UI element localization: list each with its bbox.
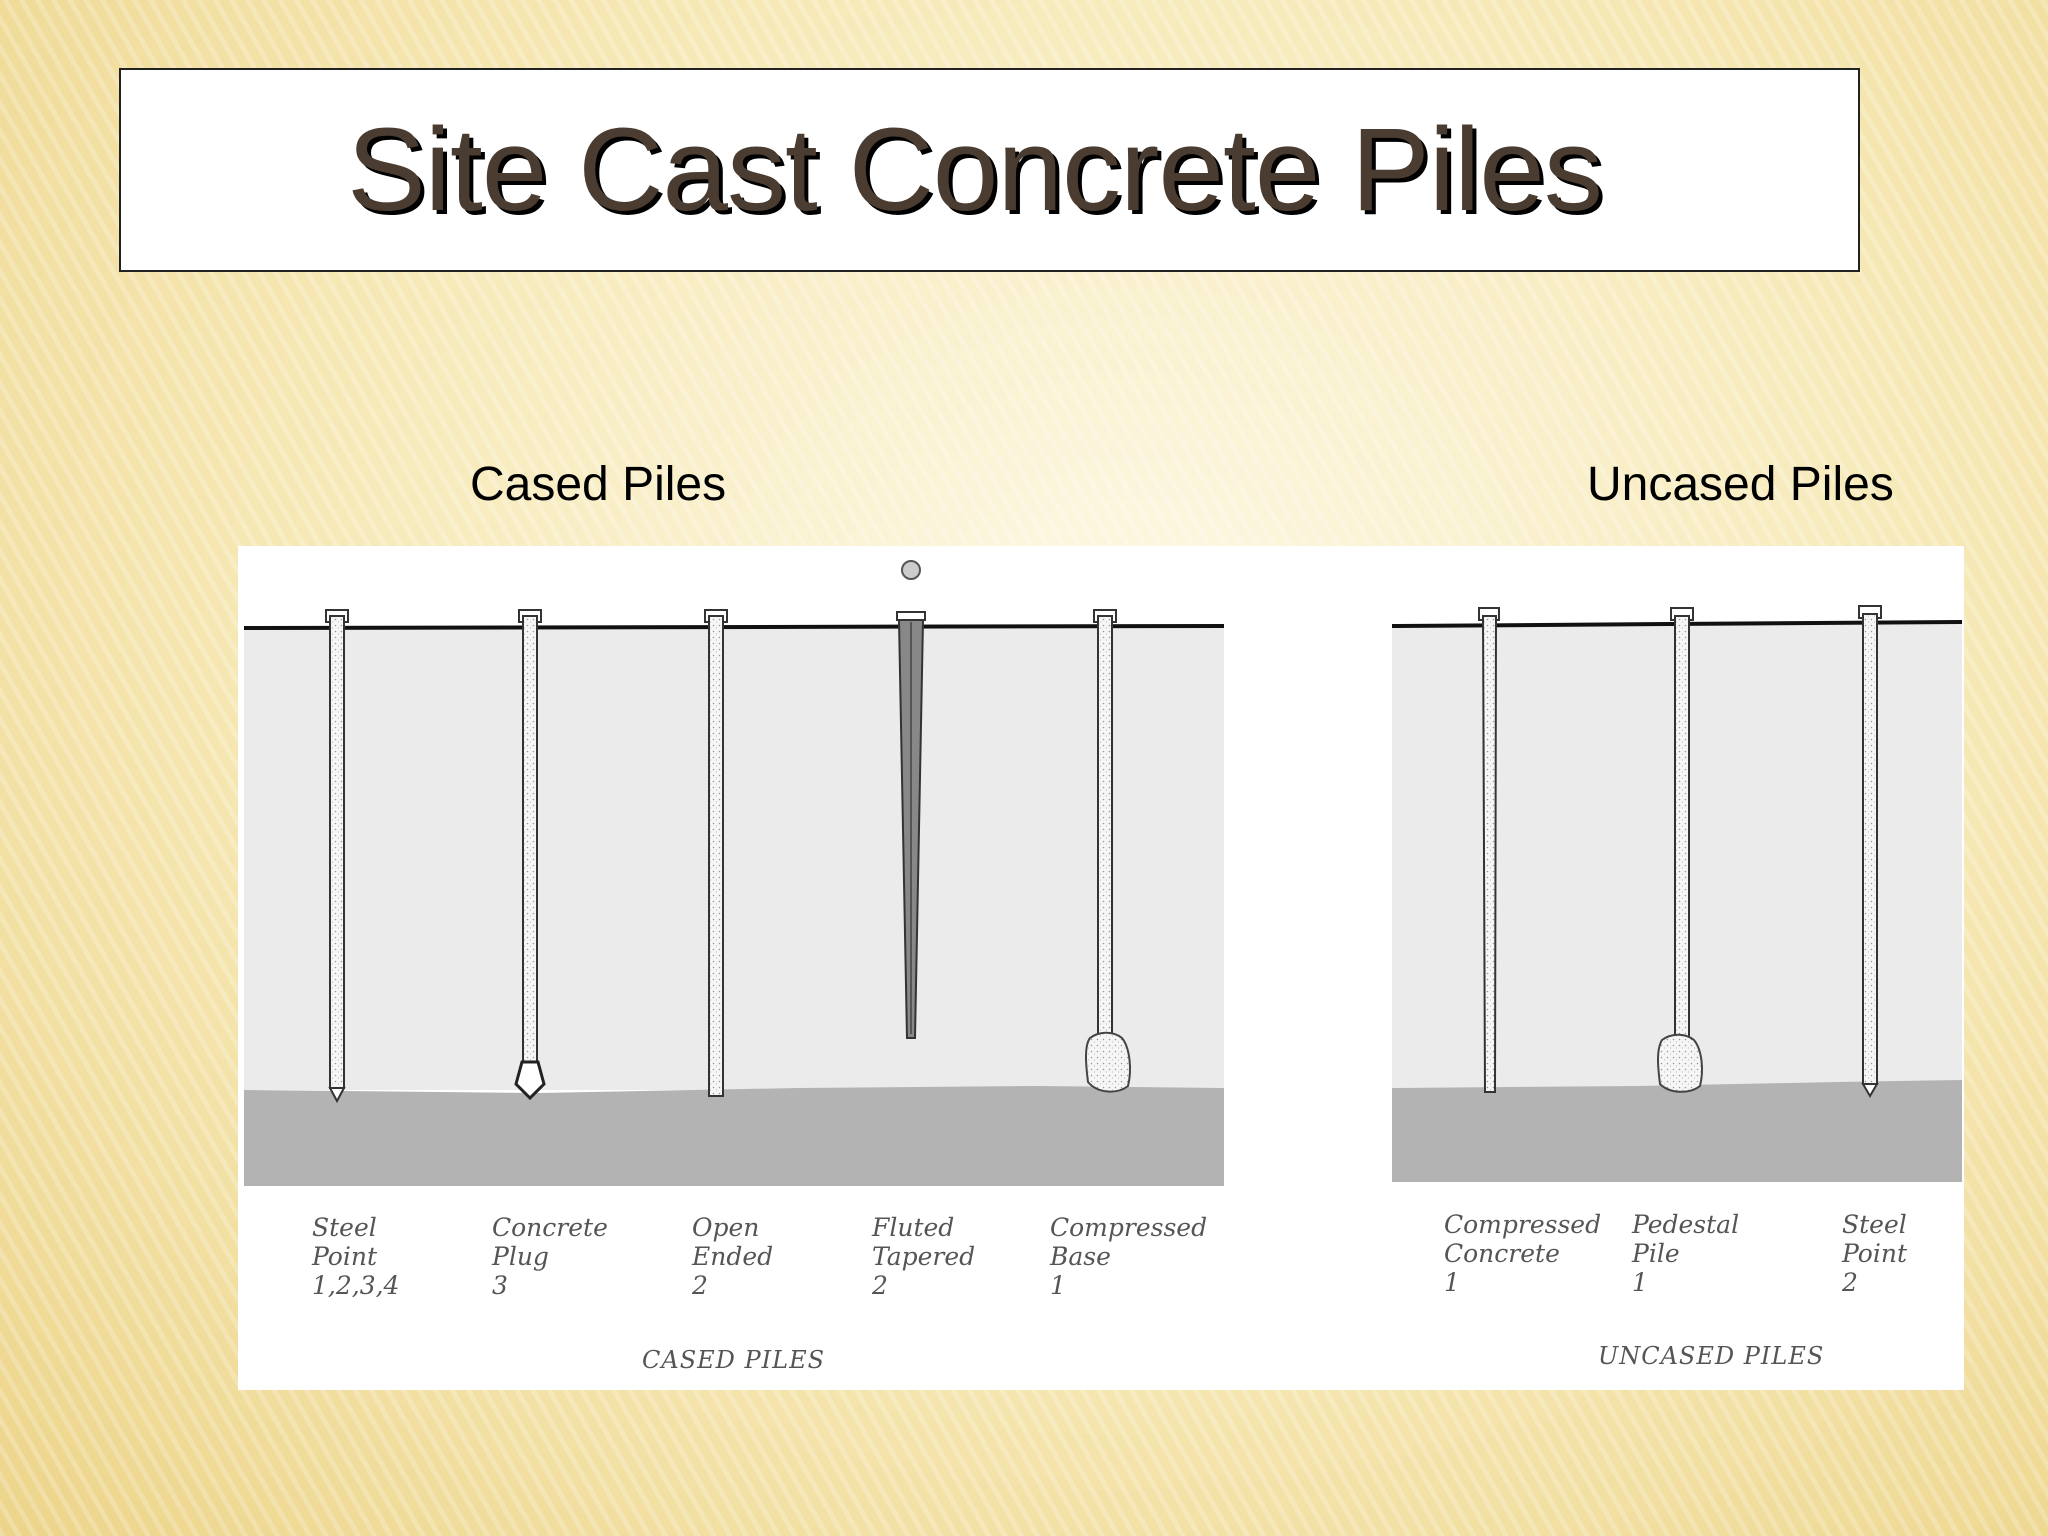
cased-caption-5-line3: 1: [1050, 1271, 1066, 1300]
cased-caption-1-line1: Steel: [312, 1213, 377, 1242]
cased-caption-2-line2: Plug: [491, 1242, 549, 1271]
uncased-caption-2-line1: Pedestal: [1631, 1210, 1739, 1239]
cased-caption-2-line1: Concrete: [492, 1213, 608, 1242]
pile-compressed-base: [1085, 609, 1131, 1093]
cased-caption-4-line1: Fluted: [871, 1213, 954, 1242]
cased-caption-3-line1: Open: [692, 1213, 759, 1242]
cased-piles-label: Cased Piles: [470, 458, 727, 511]
pile-pedestal: [1657, 607, 1703, 1093]
pile-compressed-concrete: [1478, 607, 1500, 1093]
pile-open-ended: [704, 609, 728, 1097]
cased-ground-line: [243, 624, 1225, 630]
pile-steel-point: [325, 609, 349, 1104]
cased-caption-5-line1: Compressed: [1050, 1213, 1207, 1242]
uncased-caption-1-line1: Compressed: [1444, 1210, 1601, 1239]
piles-figure: Steel Point 1,2,3,4 Concrete Plug 3 Open…: [238, 546, 1964, 1390]
uncased-panel: Compressed Concrete 1 Pedestal Pile 1 St…: [1391, 605, 1963, 1370]
uncased-caption-2-line2: Pile: [1631, 1239, 1680, 1268]
uncased-caption-2-line3: 1: [1632, 1268, 1648, 1297]
cased-caption-2-line3: 3: [492, 1271, 508, 1300]
uncased-caption-3-line3: 2: [1841, 1268, 1858, 1297]
uncased-bearing-stratum: [1392, 1080, 1962, 1182]
uncased-caption-1-line3: 1: [1444, 1268, 1460, 1297]
uncased-caption-3-line1: Steel: [1842, 1210, 1907, 1239]
cased-main-caption: CASED PILES: [642, 1346, 825, 1374]
cased-panel: Steel Point 1,2,3,4 Concrete Plug 3 Open…: [243, 560, 1225, 1374]
cased-soil: [244, 626, 1224, 1090]
piles-diagram: Steel Point 1,2,3,4 Concrete Plug 3 Open…: [243, 560, 1963, 1374]
pile-steel-point-uncased: [1858, 605, 1882, 1098]
cased-caption-3-line3: 2: [691, 1271, 708, 1300]
cased-caption-1-line3: 1,2,3,4: [312, 1271, 399, 1300]
cased-caption-3-line2: Ended: [691, 1242, 773, 1271]
pile-fluted-tapered: [896, 560, 926, 1039]
uncased-caption-3-line2: Point: [1841, 1239, 1908, 1268]
title-box: Site Cast Concrete Piles: [119, 68, 1860, 272]
cased-bearing-stratum: [244, 1086, 1224, 1186]
uncased-main-caption: UNCASED PILES: [1598, 1342, 1824, 1370]
cased-caption-5-line2: Base: [1049, 1242, 1111, 1271]
slide-title: Site Cast Concrete Piles: [347, 104, 1603, 236]
cased-caption-4-line3: 2: [871, 1271, 888, 1300]
uncased-caption-1-line2: Concrete: [1444, 1239, 1560, 1268]
cased-caption-4-line2: Tapered: [872, 1242, 975, 1271]
pile-concrete-plug: [514, 609, 546, 1101]
uncased-piles-label: Uncased Piles: [1587, 458, 1894, 511]
cased-caption-1-line2: Point: [311, 1242, 378, 1271]
